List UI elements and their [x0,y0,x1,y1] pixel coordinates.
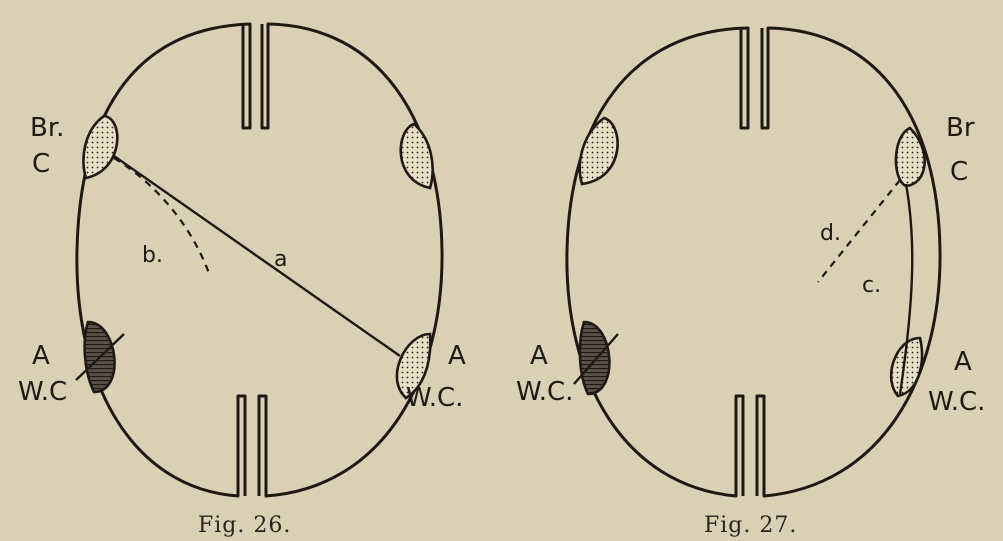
fig27-left-auditory-word-centre [580,322,609,394]
fig27-label-awc-right-bottom: W.C. [928,387,985,417]
fig27-label-brc-top: Br [946,113,975,143]
fig27-label-awc-left-top: A [530,341,548,371]
fig27-label-awc-right-top: A [954,347,972,377]
fig26-caption: Fig. 26. [198,513,291,538]
fig27-label-awc-left-bottom: W.C. [516,377,573,407]
fig26-label-awc-right-bottom: W.C. [406,383,463,413]
fig26-broca-centre [83,116,117,178]
fig26-label-brc-bottom: C [32,149,50,179]
fig26-label-brc-top: Br. [30,113,64,143]
fig26-label-line-b: b. [142,243,163,268]
fig26-right-upper-centre [401,124,433,188]
fig27-label-line-d: d. [820,221,841,246]
fig26-label-line-a: a [274,247,287,272]
fig27-brain-outline-left [567,28,748,496]
fig27-left-upper-centre [580,118,618,184]
figure-27: Br C A W.C. A W.C. c. d. Fig. 27. [516,28,985,538]
fig26-brain-outline [77,24,250,496]
fig27-label-brc-bottom: C [950,157,968,187]
fig27-label-line-c: c. [862,273,881,298]
fig26-label-awc-left-bottom: W.C [18,377,67,407]
fig26-label-awc-right-top: A [448,341,466,371]
fig27-caption: Fig. 27. [704,513,797,538]
figure-26: Br. C A W.C A W.C. a b. Fig. 26. [18,24,466,538]
fig26-label-awc-left-top: A [32,341,50,371]
